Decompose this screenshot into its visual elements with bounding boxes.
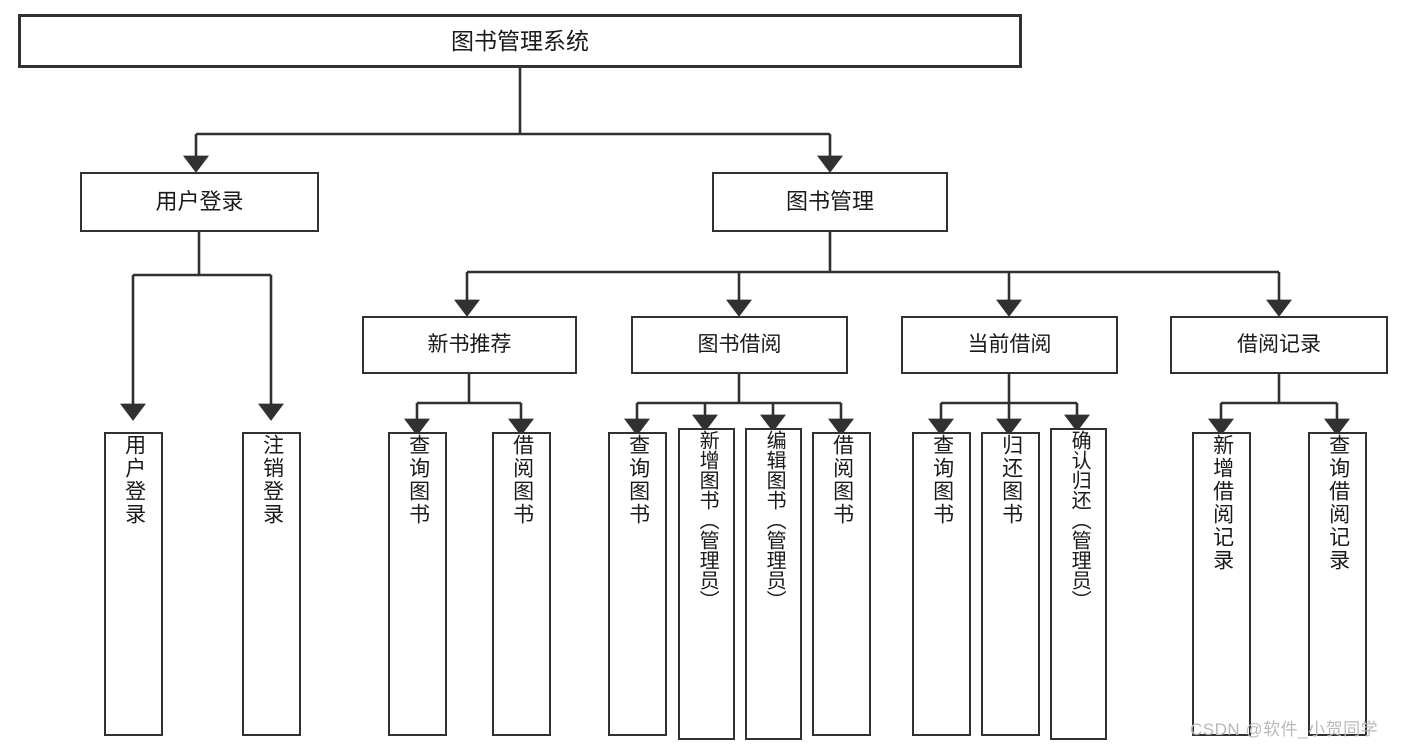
leaf-new-book-borrow-book[interactable]: 借阅图书 [492, 432, 551, 736]
node-label: 归还图书 [999, 434, 1023, 526]
node-book-borrow[interactable]: 图书借阅 [631, 316, 848, 374]
leaf-book-borrow-query-book[interactable]: 查询图书 [608, 432, 667, 736]
node-label: 确认归还（管理员） [1068, 430, 1091, 610]
node-label: 新书推荐 [427, 333, 512, 357]
node-label: 图书管理系统 [451, 27, 589, 54]
node-label: 当前借阅 [967, 333, 1052, 357]
node-new-book-recommend[interactable]: 新书推荐 [362, 316, 577, 374]
leaf-book-borrow-borrow-book[interactable]: 借阅图书 [812, 432, 871, 736]
leaf-borrow-record-add-record[interactable]: 新增借阅记录 [1192, 432, 1251, 736]
node-label: 查询借阅记录 [1326, 434, 1350, 572]
csdn-watermark: CSDN @软件_小贺同学 [1190, 720, 1379, 739]
leaf-current-borrow-query-book[interactable]: 查询图书 [912, 432, 971, 736]
leaf-new-book-query-book[interactable]: 查询图书 [388, 432, 447, 736]
node-label: 新增图书（管理员） [696, 430, 719, 610]
leaf-borrow-record-query-record[interactable]: 查询借阅记录 [1308, 432, 1367, 736]
node-book-management[interactable]: 图书管理 [712, 172, 948, 232]
leaf-current-borrow-return-book[interactable]: 归还图书 [981, 432, 1040, 736]
node-label: 注销登录 [260, 434, 284, 526]
node-current-borrow[interactable]: 当前借阅 [901, 316, 1118, 374]
node-label: 编辑图书（管理员） [763, 430, 786, 610]
node-borrow-record[interactable]: 借阅记录 [1170, 316, 1388, 374]
leaf-book-borrow-edit-book-admin[interactable]: 编辑图书（管理员） [745, 428, 802, 740]
leaf-user-login-logout[interactable]: 注销登录 [242, 432, 301, 736]
node-label: 用户登录 [122, 434, 146, 526]
node-label: 查询图书 [930, 434, 954, 526]
node-label: 新增借阅记录 [1210, 434, 1234, 572]
node-label: 用户登录 [155, 188, 244, 214]
node-label: 图书管理 [785, 188, 874, 214]
node-label: 图书借阅 [697, 333, 782, 357]
node-user-login[interactable]: 用户登录 [80, 172, 319, 232]
leaf-current-borrow-confirm-return-admin[interactable]: 确认归还（管理员） [1050, 428, 1107, 740]
node-label: 查询图书 [626, 434, 650, 526]
node-root-book-management-system[interactable]: 图书管理系统 [18, 14, 1022, 68]
leaf-book-borrow-add-book-admin[interactable]: 新增图书（管理员） [678, 428, 735, 740]
node-label: 借阅图书 [830, 434, 854, 526]
node-label: 借阅记录 [1237, 333, 1321, 357]
leaf-user-login-login[interactable]: 用户登录 [104, 432, 163, 736]
node-label: 借阅图书 [510, 434, 534, 526]
node-label: 查询图书 [406, 434, 430, 526]
